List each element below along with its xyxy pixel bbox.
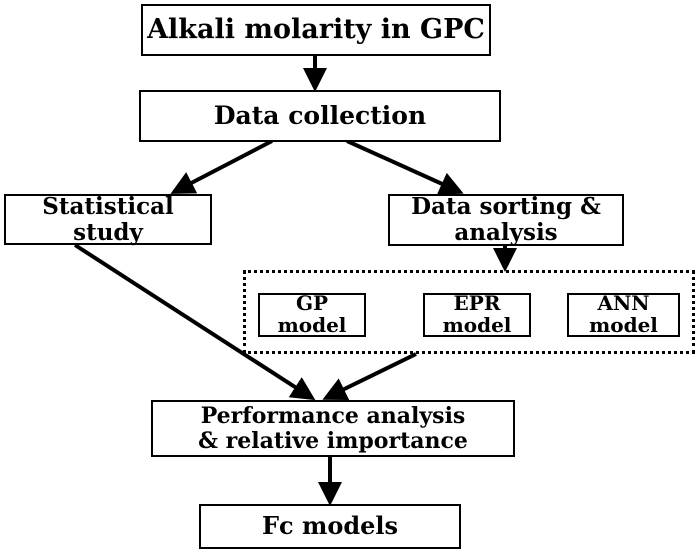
- statistical-study-label-line2: study: [73, 218, 143, 246]
- data-sorting-node: Data sorting & analysis: [388, 194, 624, 246]
- statistical-study-label-line1: Statistical: [42, 192, 174, 220]
- ann-model-label-line1: ANN: [597, 291, 650, 316]
- epr-model-label-line1: EPR: [453, 291, 501, 316]
- epr-model-label-line2: model: [442, 313, 512, 337]
- epr-model-node: EPR model: [423, 293, 531, 337]
- gp-model-label-line2: model: [277, 313, 347, 337]
- arrow-models-to-performance: [322, 352, 417, 400]
- performance-analysis-label-line1: Performance analysis: [200, 402, 466, 429]
- alkali-molarity-label: Alkali molarity in GPC: [147, 13, 485, 45]
- arrow-collection-to-sorting: [346, 139, 464, 195]
- performance-analysis-node: Performance analysis & relative importan…: [151, 400, 515, 457]
- arrow-statistical-to-performance: [73, 243, 316, 401]
- data-collection-label: Data collection: [213, 101, 427, 130]
- ann-model-node: ANN model: [567, 293, 680, 337]
- arrow-collection-to-statistical: [170, 139, 273, 194]
- performance-analysis-label-line2: & relative importance: [198, 427, 468, 454]
- data-sorting-label-line2: analysis: [454, 219, 558, 246]
- data-collection-node: Data collection: [139, 90, 501, 142]
- models-group: [243, 270, 695, 354]
- fc-models-node: Fc models: [199, 504, 461, 549]
- ann-model-label-line2: model: [589, 313, 658, 337]
- data-sorting-label-line1: Data sorting &: [411, 193, 601, 221]
- gp-model-label-line1: GP: [295, 291, 329, 316]
- gp-model-node: GP model: [258, 293, 366, 337]
- statistical-study-node: Statistical study: [4, 192, 212, 246]
- fc-models-label: Fc models: [261, 511, 399, 541]
- alkali-molarity-node: Alkali molarity in GPC: [141, 4, 491, 56]
